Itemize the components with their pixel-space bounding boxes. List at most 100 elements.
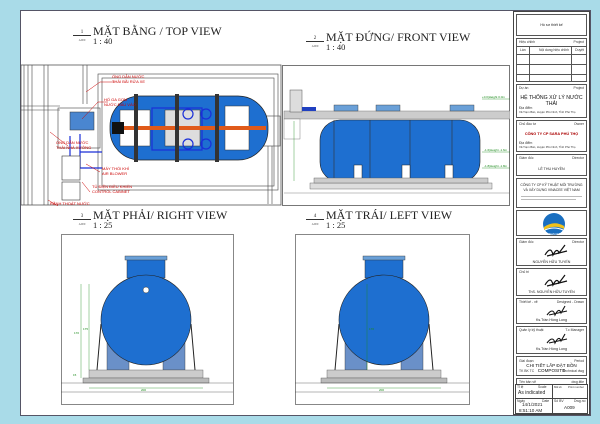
tb-project: Dự án Project HỆ THỐNG XỬ LÝ NƯỚC THẢI Đ… bbox=[516, 84, 587, 118]
project-name: HỆ THỐNG XỬ LÝ NƯỚC THẢI bbox=[520, 95, 583, 107]
view-title: MẶT ĐỨNG/ FRONT VIEW bbox=[326, 30, 471, 44]
signature bbox=[544, 274, 568, 287]
label: Date bbox=[542, 399, 550, 403]
time-value: 8:51:10 AM bbox=[519, 408, 543, 413]
label: Giai đoạn bbox=[519, 359, 534, 363]
date-value: 14/1/2021 bbox=[522, 402, 543, 407]
annotation: ỐNG DẪN NƯỚC bbox=[56, 140, 89, 145]
address: Xã Trạm Bản, Huyện Phù Ninh, Tỉnh Phú Th… bbox=[519, 110, 576, 114]
view-title: MẶT BẰNG / TOP VIEW bbox=[93, 24, 222, 38]
label: Scale bbox=[538, 385, 547, 389]
label: Chủ đầu tư bbox=[519, 122, 536, 126]
view-ref: A009 bbox=[311, 44, 319, 48]
view-number: 4 bbox=[306, 214, 324, 220]
signature bbox=[546, 305, 568, 317]
annotation: NƯỚC ĐẦU VÀO bbox=[104, 102, 136, 107]
label: Owner bbox=[574, 122, 584, 126]
drawing-title-line: CHI TIẾT LẮP ĐẶT BỒN bbox=[526, 363, 577, 368]
view-ref: A009 bbox=[78, 38, 86, 42]
level-marker: +0.0|Height 0.0m bbox=[482, 95, 505, 99]
dimension-label: 200 bbox=[141, 388, 146, 392]
view-title: MẶT TRÁI/ LEFT VIEW bbox=[326, 208, 453, 222]
person-name: LÊ THU HUYỀN bbox=[538, 167, 565, 171]
tb-director: Giám đốc Director NGUYỄN HỮU TUYẾN bbox=[516, 238, 587, 266]
view-scale: 1 : 40 bbox=[93, 36, 113, 46]
view-ref: A009 bbox=[78, 222, 86, 226]
dimension-label: 200 bbox=[379, 388, 384, 392]
tb-owner: Chủ đầu tư Owner CÔNG TY CP SARA PHÚ THỌ… bbox=[516, 120, 587, 152]
label: Dự án bbox=[519, 86, 529, 90]
person-name: NGUYỄN HỮU TUYẾN bbox=[532, 260, 571, 264]
scale-value: As indicated bbox=[518, 390, 546, 396]
annotation: THẢI NHÀ XƯỞNG bbox=[56, 145, 91, 150]
company-name: CÔNG TY CP KỸ THUẬT MÔI TRƯỜNG bbox=[520, 183, 583, 187]
right-view-drawing: 200 170 175 15 bbox=[61, 234, 234, 405]
label: Period bbox=[574, 359, 584, 363]
view-number: 1 bbox=[73, 30, 91, 36]
tb-revision: Hiệu chỉnh Project Lần Nội dung hiệu chỉ… bbox=[516, 38, 587, 82]
tb-logo: VINACEE bbox=[516, 210, 587, 236]
annotation: HỐ GA GOM bbox=[104, 97, 127, 102]
signature bbox=[544, 244, 568, 257]
view-scale: 1 : 25 bbox=[326, 220, 346, 230]
phase-value: Technical dwg bbox=[562, 369, 584, 373]
label: Dwg.no bbox=[574, 399, 586, 403]
top-view-drawing: ỐNG DẪN NƯỚC THẢI BÃI RỬA XE HỐ GA GOM N… bbox=[20, 64, 282, 206]
label: T.c Manager bbox=[565, 328, 584, 332]
label: Ngày bbox=[517, 399, 525, 403]
label: Quản lý kỹ thuật bbox=[519, 328, 544, 332]
tb-header-text: Hồ sơ thiết kế bbox=[540, 23, 563, 27]
view-title: MẶT PHẢI/ RIGHT VIEW bbox=[93, 208, 228, 222]
signature bbox=[546, 333, 568, 345]
label: Director bbox=[572, 156, 584, 160]
label: Director bbox=[572, 240, 584, 244]
label: Designed - Drawn bbox=[556, 300, 584, 304]
tb-scale-date: Tỉ lệ Scale As indicated Mã số Print num… bbox=[515, 384, 588, 414]
tb-chief: Chủ trì ThS. NGUYỄN HỮU TUYẾN bbox=[516, 268, 587, 296]
label: Tỉ lệ bbox=[517, 385, 524, 389]
tb-header: Hồ sơ thiết kế bbox=[516, 14, 587, 36]
view-number: 2 bbox=[306, 36, 324, 42]
label: Địa điểm bbox=[519, 106, 533, 110]
label: Print number bbox=[568, 385, 585, 389]
owner-name: CÔNG TY CP SARA PHÚ THỌ bbox=[524, 132, 579, 136]
phase-value: TK BK TC bbox=[519, 369, 535, 373]
dimension-label: 170 bbox=[369, 327, 374, 331]
col-header: Lần bbox=[520, 48, 526, 52]
view-scale: 1 : 40 bbox=[326, 42, 346, 52]
label: Giám đốc bbox=[519, 156, 534, 160]
person-name: ThS. NGUYỄN HỮU TUYẾN bbox=[528, 290, 575, 294]
view-number: 3 bbox=[73, 214, 91, 220]
drawing-number: A009 bbox=[564, 405, 575, 410]
person-name: Ks.Trần Hồng Long bbox=[535, 347, 568, 351]
person-name: Ks.Trần Hồng Long bbox=[535, 318, 568, 322]
drawing-title: CHI TIẾT LẮP ĐẶT BỒN COMPOSITE bbox=[515, 363, 588, 373]
label: Hiệu chỉnh bbox=[519, 40, 536, 44]
company-logo: VINACEE bbox=[543, 213, 565, 236]
address: Xã Trạm Bản, Huyện Phù Ninh, Tỉnh Phú Th… bbox=[519, 145, 576, 149]
label: Mã số bbox=[554, 385, 562, 389]
logo-text: VINACEE bbox=[547, 232, 560, 236]
view-ref: A009 bbox=[311, 222, 319, 226]
label: Chủ trì bbox=[519, 270, 530, 274]
label: dwg.title bbox=[571, 380, 584, 384]
col-header: Nội dung hiệu chỉnh bbox=[539, 48, 569, 52]
label: Địa điểm bbox=[519, 141, 533, 145]
company-name: VÀ XÂY DỰNG VINACEE VIỆT NAM bbox=[523, 188, 580, 192]
front-view-drawing: +0.0|Height 0.0m -1.6|Height -1.6m -1.8|… bbox=[282, 65, 510, 206]
dimension-label: 175 bbox=[83, 327, 88, 331]
label: Số BV bbox=[554, 399, 564, 403]
left-view-drawing: 200 170 bbox=[295, 234, 470, 405]
tb-company: CÔNG TY CP KỸ THUẬT MÔI TRƯỜNG VÀ XÂY DỰ… bbox=[516, 178, 587, 208]
label: Thiết kế - vẽ bbox=[519, 300, 538, 304]
tb-manager: Quản lý kỹ thuật T.c Manager Ks.Trần Hồn… bbox=[516, 326, 587, 354]
tb-designer: Thiết kế - vẽ Designed - Drawn Ks.Trần H… bbox=[516, 298, 587, 324]
label: Project bbox=[573, 40, 584, 44]
level-marker: -1.6|Height -1.6m bbox=[484, 148, 508, 152]
level-marker: -1.8|Height -1.8m bbox=[484, 164, 508, 168]
annotation: RÃNH THOÁT NƯỚC bbox=[50, 201, 90, 206]
title-block: Hồ sơ thiết kế Hiệu chỉnh Project Lần Nộ… bbox=[513, 11, 590, 415]
dimension-label: 15 bbox=[73, 373, 77, 377]
annotation: ỐNG DẪN NƯỚC bbox=[112, 74, 145, 79]
annotation: TỦ ĐIỆN ĐIỀU KHIỂN bbox=[92, 184, 132, 189]
